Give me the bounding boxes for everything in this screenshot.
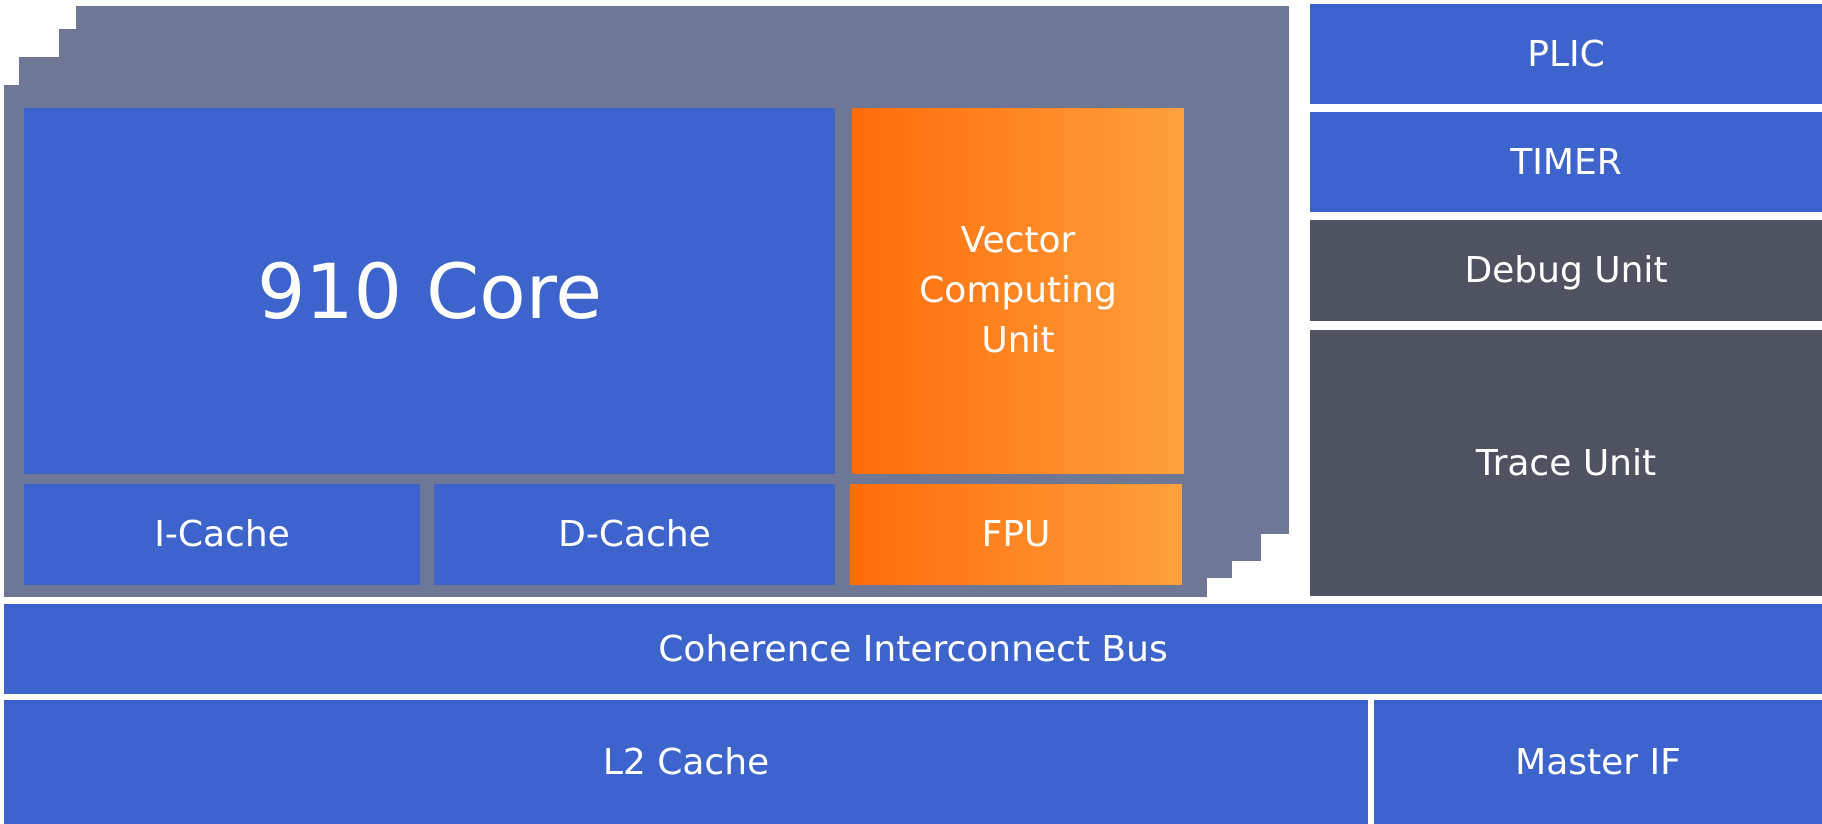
plic-label: PLIC xyxy=(1527,33,1605,75)
vector-label-line-3: Unit xyxy=(981,320,1055,361)
coherence-bus-label: Coherence Interconnect Bus xyxy=(658,628,1168,670)
fpu-block: FPU xyxy=(850,484,1182,585)
vector-label-line-2: Computing xyxy=(919,270,1117,311)
debug-unit-label: Debug Unit xyxy=(1464,250,1668,291)
l2-cache-block: L2 Cache xyxy=(4,700,1368,824)
vector-label-line-1: Vector xyxy=(960,220,1076,261)
d-cache-block: D-Cache xyxy=(434,484,835,585)
i-cache-label: I-Cache xyxy=(154,514,290,555)
l2-cache-label: L2 Cache xyxy=(602,741,770,783)
master-if-block: Master IF xyxy=(1374,700,1822,824)
i-cache-block: I-Cache xyxy=(24,484,420,585)
vector-computing-unit-block: Vector Computing Unit xyxy=(852,108,1184,474)
master-if-label: Master IF xyxy=(1515,741,1681,783)
coherence-bus-block: Coherence Interconnect Bus xyxy=(4,604,1822,694)
timer-block: TIMER xyxy=(1310,112,1822,212)
trace-unit-block: Trace Unit xyxy=(1310,330,1822,596)
debug-unit-block: Debug Unit xyxy=(1310,220,1822,321)
trace-unit-label: Trace Unit xyxy=(1475,442,1657,484)
timer-label: TIMER xyxy=(1510,141,1622,183)
plic-block: PLIC xyxy=(1310,4,1822,104)
d-cache-label: D-Cache xyxy=(558,514,711,555)
core-block: 910 Core xyxy=(24,108,835,474)
core-label: 910 Core xyxy=(256,246,603,336)
fpu-label: FPU xyxy=(981,514,1051,555)
